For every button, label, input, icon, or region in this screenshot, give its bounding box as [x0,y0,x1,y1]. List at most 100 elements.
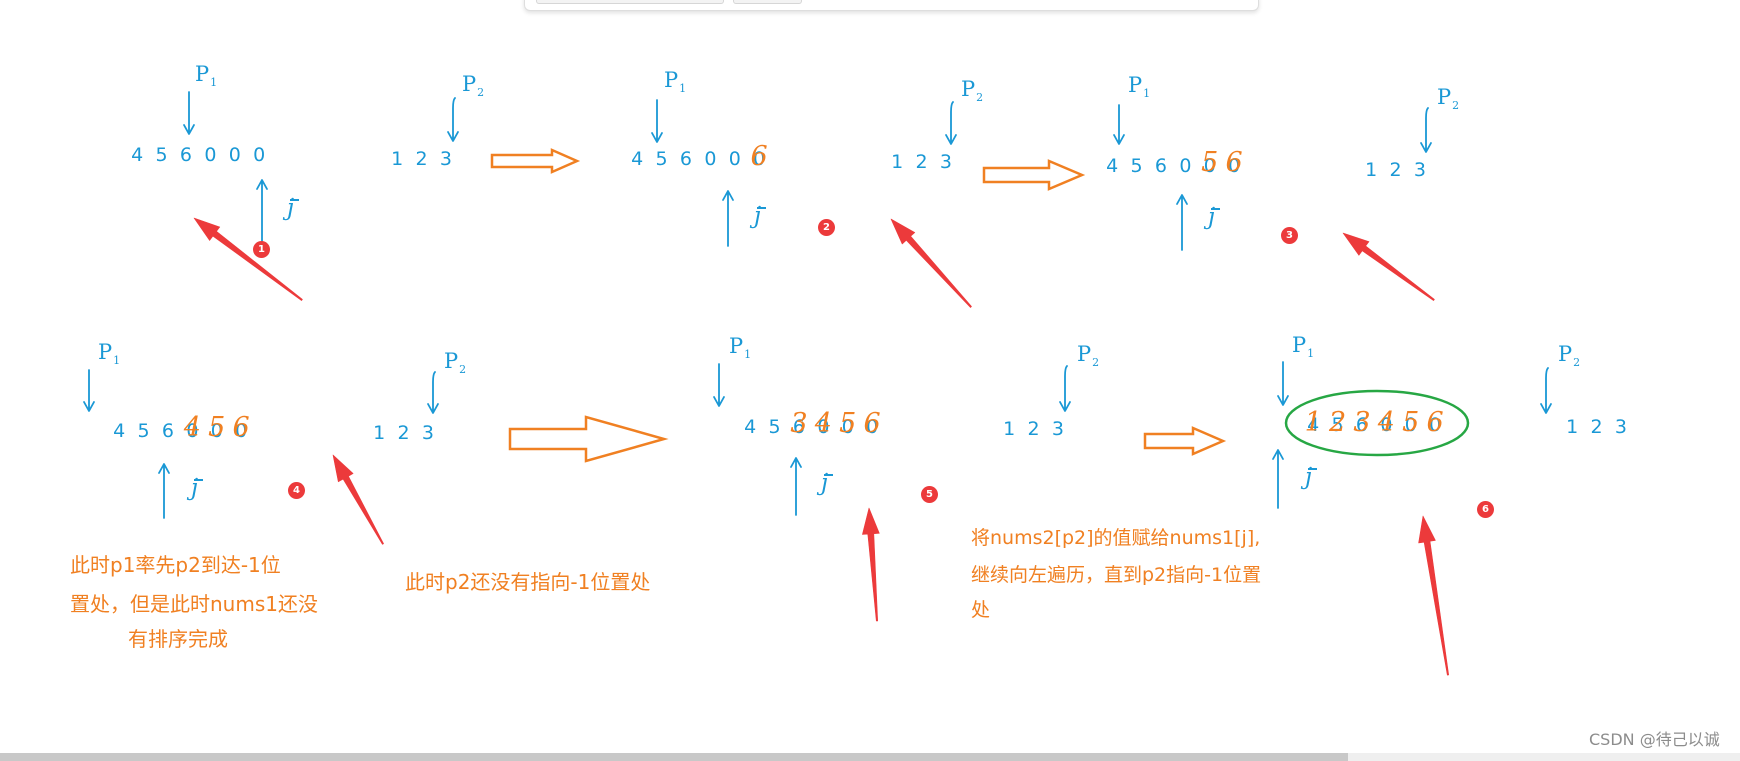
nums1-digit: 4 [113,420,126,442]
written-digit: 5 [839,408,857,439]
nums1-digit: 0 [210,420,223,442]
pointer-index: 1 [744,348,752,361]
nums1-digit: 0 [728,148,741,170]
nums1-digit: 5 [768,416,781,438]
nums2-digit: 2 [1389,159,1402,181]
nums1-digit: 0 [753,148,766,170]
nums1-digit: 0 [204,144,217,166]
p1-label: P1 [1128,73,1150,100]
pointer-letter: P [961,77,976,101]
p2-label: P2 [444,349,466,376]
step-badge: 3 [1281,227,1298,244]
pointer-letter: P [1128,73,1143,97]
p2-label: P2 [1558,342,1581,369]
nums1-digit: 4 [744,416,757,438]
j-label: j [821,470,834,496]
step-badge: 1 [253,241,270,258]
nums1-digit: 0 [704,148,717,170]
nums2-digit: 3 [439,148,453,170]
nums1-digit: 0 [817,416,830,438]
nums1-digit: 6 [161,420,175,442]
pointer-letter: P [444,349,459,373]
p2-down-arrow [1540,367,1552,414]
written-digit [762,409,786,439]
note-p1-reached-line: 有排序完成 [128,627,228,651]
nums2-digit: 2 [1590,416,1603,438]
red-pointer-arrow [862,507,880,622]
pointer-index: 1 [113,354,121,367]
pointer-index: 2 [1452,99,1460,112]
written-digit [1173,148,1197,178]
p1-label: P1 [729,336,752,361]
written-digit [131,413,155,443]
nums1-digit: 5 [155,144,168,166]
scrollbar-thumb[interactable] [0,753,1348,761]
written-digit [1149,148,1173,178]
note-p1-reached-line: 此时p1率先p2到达-1位 [70,553,281,577]
p2-down-arrow [427,371,439,414]
toolbar-control[interactable] [733,0,802,4]
p1-down-arrow [1113,104,1125,145]
written-digit [674,142,698,172]
horizontal-scrollbar[interactable] [0,753,1740,761]
nums2-digit: 2 [915,151,928,173]
written-digit [1124,148,1148,178]
nums1-digit: 6 [1355,414,1369,436]
nums1-digit: 0 [1380,414,1393,436]
j-label: j [191,475,204,501]
p2-label: P2 [462,74,485,99]
nums2-digit: 3 [1614,416,1628,438]
written-digit [625,142,649,172]
written-digit: 6 [232,412,250,443]
j-label: j [1305,464,1318,490]
written-digit [156,413,180,443]
nums1-digit: 0 [253,144,266,166]
next-step-arrow [1143,426,1227,456]
pointer-index: 2 [1573,356,1581,369]
nums1-digit: 6 [1154,155,1168,177]
written-digit: 5 [1402,407,1420,438]
pointer-letter: P [1558,342,1573,366]
nums1-digit: 4 [631,148,644,170]
toolbar-control[interactable] [536,0,724,4]
p1-label: P1 [1292,335,1314,360]
next-step-arrow [490,148,581,174]
red-pointer-arrow [1342,232,1435,301]
nums2-digit: 1 [1566,416,1579,438]
red-pointer-arrow [890,218,972,308]
written-values: 6 [625,142,771,172]
p2-label: P2 [961,77,983,104]
red-pointer-arrow [1418,515,1449,676]
p1-label: P1 [195,64,217,89]
nums1-digit: 0 [1228,155,1241,177]
written-digit [107,413,131,443]
p1-label: P1 [664,70,686,95]
p2-label: P2 [1077,342,1100,369]
nums1-digit: 0 [186,420,199,442]
j-up-arrow [256,179,268,243]
floating-toolbar[interactable] [524,0,1259,11]
pointer-letter: P [1077,342,1092,366]
pointer-index: 2 [477,86,485,99]
nums1-digit: 5 [137,420,150,442]
pointer-index: 2 [1092,356,1100,369]
nums2-digit: 1 [391,148,404,170]
p1-down-arrow [713,363,725,407]
written-digit: 6 [863,408,881,439]
nums2-digit: 1 [1365,159,1378,181]
written-digit: 3 [790,408,808,439]
p1-label: P1 [98,342,121,367]
j-up-arrow [722,190,734,247]
nums1-digit: 5 [655,148,668,170]
written-digit: 3 [1353,407,1371,438]
nums1-digit: 5 [1331,414,1344,436]
